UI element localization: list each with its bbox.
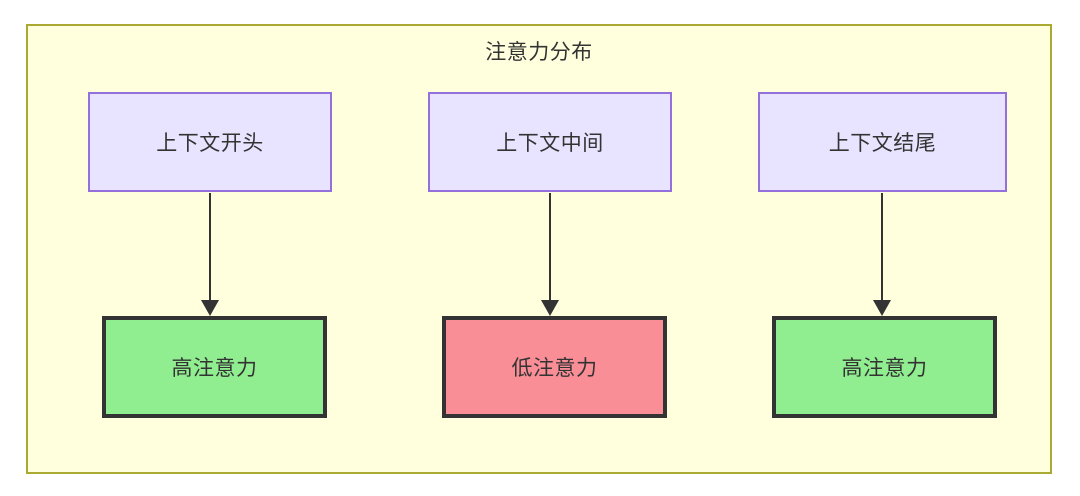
- node-high-attention-end[interactable]: 高注意力: [772, 316, 997, 418]
- diagram-title: 注意力分布: [485, 41, 593, 64]
- node-high-attention-start[interactable]: 高注意力: [102, 316, 327, 418]
- node-low-attention-middle-label: 低注意力: [511, 357, 598, 380]
- node-context-middle[interactable]: 上下文中间: [428, 92, 672, 192]
- node-context-start[interactable]: 上下文开头: [88, 92, 332, 192]
- node-context-start-label: 上下文开头: [156, 132, 264, 155]
- node-high-attention-end-label: 高注意力: [841, 357, 928, 380]
- node-context-end-label: 上下文结尾: [828, 132, 937, 155]
- node-context-end[interactable]: 上下文结尾: [758, 92, 1007, 192]
- node-low-attention-middle[interactable]: 低注意力: [442, 316, 667, 418]
- node-context-middle-label: 上下文中间: [496, 132, 604, 155]
- node-high-attention-start-label: 高注意力: [171, 357, 258, 380]
